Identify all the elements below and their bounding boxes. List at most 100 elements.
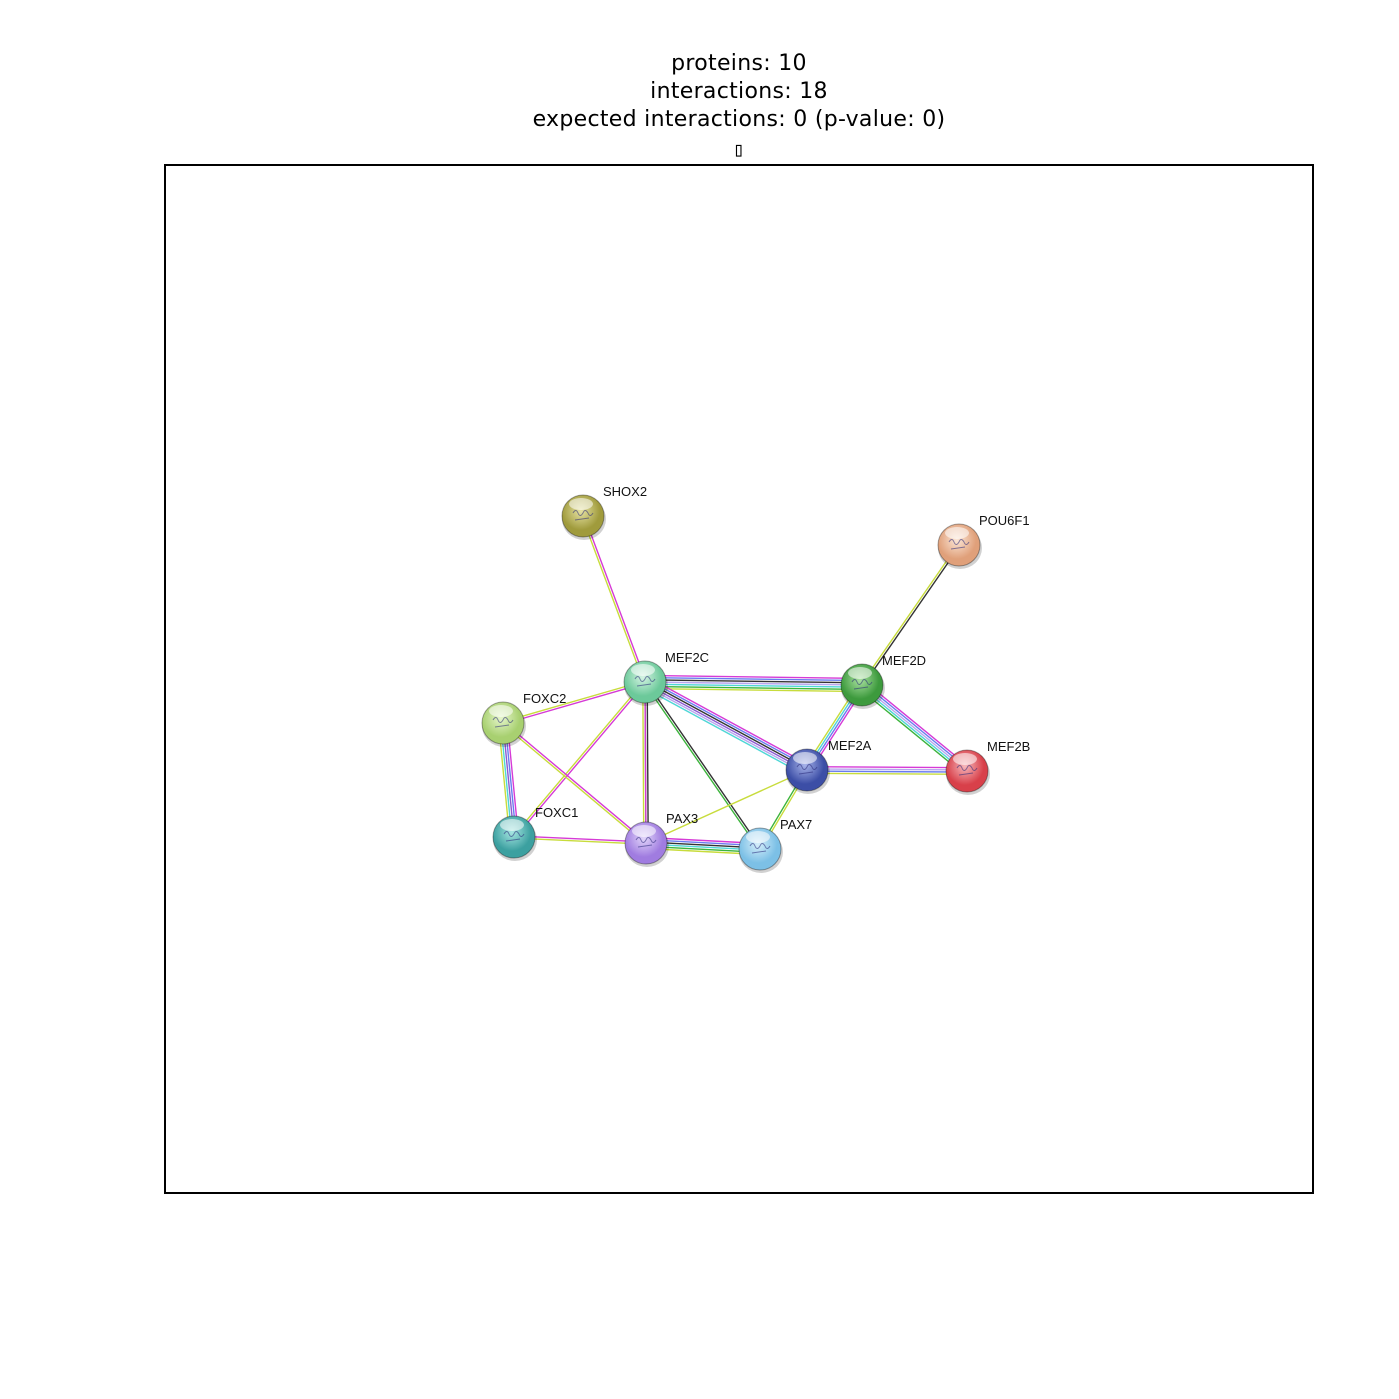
node-layer [481,494,990,873]
node-label-pax7: PAX7 [780,817,812,832]
edge-strand-green [858,687,965,776]
edge-strand-magenta [806,766,968,769]
edge-mef2c-foxc2 [501,680,647,725]
edge-strand-yellow [512,680,645,837]
edge-strand-black [644,680,809,770]
expected-interactions: expected interactions: 0 (p-value: 0) [532,107,946,132]
node-mef2a[interactable] [785,748,830,794]
node-highlight [746,831,770,843]
node-pou6f1[interactable] [937,523,982,569]
edge-strand-yellow [806,772,968,775]
node-highlight [631,664,655,676]
edge-strand-lavender [806,768,968,771]
missing-glyph-icon: ▯ [732,137,746,161]
node-highlight [489,705,513,717]
node-label-foxc1: FOXC1 [535,805,578,820]
protein-structure-icon [634,676,656,687]
edge-mef2d-mef2b [858,680,971,776]
edge-strand-black [645,680,762,850]
node-label-mef2d: MEF2D [882,653,926,668]
edge-strand-magenta [864,680,971,769]
edge-mef2a-mef2b [806,766,968,775]
edge-mef2c-foxc1 [512,680,647,839]
protein-structure-icon [635,837,657,848]
edge-strand-cyan [859,686,967,774]
edge-pou6f1-mef2d [860,543,961,687]
node-label-mef2a: MEF2A [828,738,872,753]
edge-strand-blue [862,682,970,770]
edge-strand-magenta [503,721,648,843]
edge-strand-black [646,681,649,844]
protein-structure-icon [956,765,978,776]
edge-strand-black [862,544,961,687]
edge-mef2c-pax3 [644,681,647,844]
protein-structure-icon [796,764,818,775]
node-label-mef2b: MEF2B [987,739,1030,754]
edge-foxc2-pax3 [501,721,648,845]
edge-strand-yellow [501,680,646,723]
edge-strand-magenta [502,682,647,725]
node-label-pax3: PAX3 [666,811,698,826]
node-label-mef2c: MEF2C [665,650,709,665]
protein-structure-icon [492,717,514,728]
edge-strand-green [643,681,760,851]
node-highlight [500,819,524,831]
protein-structure-icon [749,843,771,854]
edge-strand-blue [806,770,968,773]
node-mef2c[interactable] [623,660,668,706]
proteins-count: proteins: 10 [671,51,807,76]
edge-strand-yellow [642,681,645,844]
edge-strand-magenta [644,674,863,680]
edge-strand-lavender [642,684,807,774]
node-foxc2[interactable] [481,701,526,747]
node-label-foxc2: FOXC2 [523,691,566,706]
edge-strand-yellow [860,543,959,686]
node-pax7[interactable] [738,827,783,873]
edge-strand-black [644,679,863,684]
edge-mef2c-mef2a [641,676,811,776]
node-shox2[interactable] [561,494,606,540]
edge-strand-magenta [646,676,811,766]
interactions-count: interactions: 18 [650,79,828,104]
edge-strand-lavender [644,681,863,686]
node-highlight [848,667,872,679]
node-mef2d[interactable] [840,663,885,709]
edge-strand-blue [644,676,863,682]
edge-strand-magenta [513,835,647,843]
edge-strand-purple [643,682,808,772]
edge-strand-yellow [645,769,808,844]
edge-strand-lavender [861,684,968,772]
node-label-pou6f1: POU6F1 [979,513,1030,528]
node-mef2b[interactable] [945,749,990,795]
edge-strand-cyan [644,683,863,688]
node-highlight [569,498,593,510]
plot-frame [164,164,1314,1194]
edge-strand-blue [645,678,810,768]
edge-foxc1-pax3 [513,835,647,845]
node-highlight [945,527,969,539]
edge-layer [497,514,971,856]
edge-strand-yellow [513,837,647,845]
edge-strand-yellow [644,687,863,693]
edge-strand-cyan [641,686,806,776]
edge-mef2c-mef2d [644,674,863,693]
edge-mef2c-pax7 [643,680,762,851]
node-label-shox2: SHOX2 [603,484,647,499]
protein-structure-icon [572,510,594,521]
node-highlight [953,753,977,765]
edge-strand-magenta [583,514,647,683]
edge-strand-magenta [644,681,647,844]
protein-structure-icon [851,679,873,690]
node-pax3[interactable] [624,821,669,867]
protein-structure-icon [948,539,970,550]
edge-mef2a-pax3 [645,769,808,844]
edge-strand-yellow [581,515,645,684]
edge-shox2-mef2c [581,514,647,684]
node-foxc1[interactable] [492,815,537,861]
protein-structure-icon [503,831,525,842]
edge-strand-yellow [501,723,646,845]
edge-strand-green [644,685,863,691]
edge-strand-magenta [514,682,647,839]
